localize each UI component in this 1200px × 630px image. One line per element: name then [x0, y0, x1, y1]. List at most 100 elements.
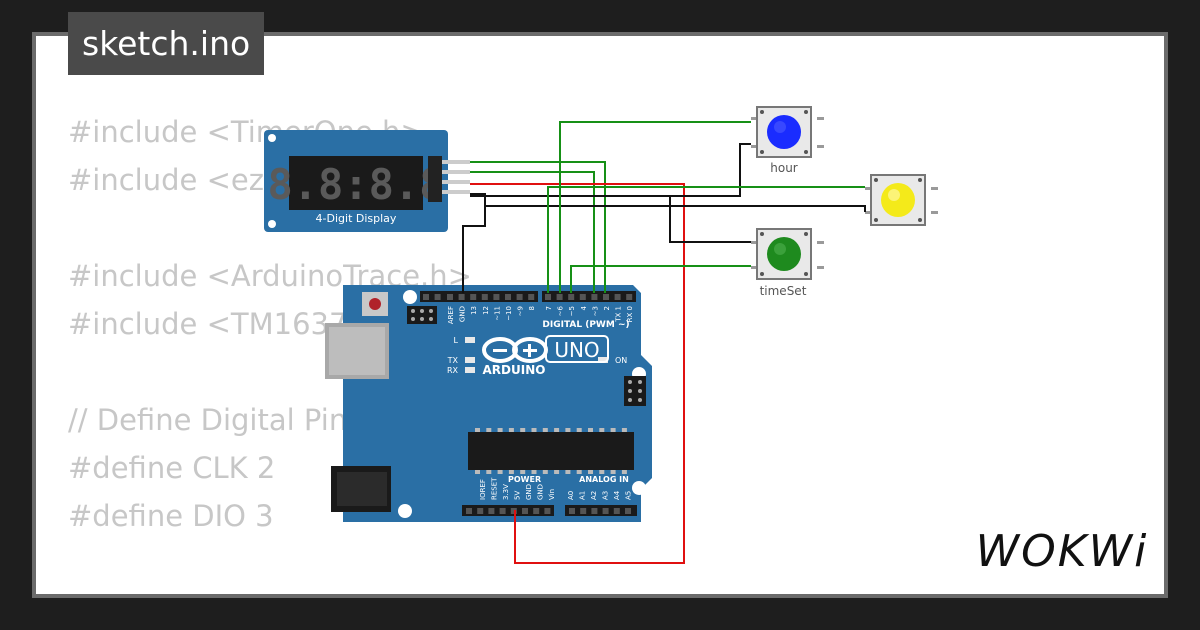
wire-clk [470, 161, 606, 293]
wires [462, 121, 866, 564]
pin-hole[interactable] [477, 508, 484, 514]
status-led [465, 367, 475, 373]
pin-hole[interactable] [522, 508, 528, 514]
code-line: #include <TM1637 [68, 307, 348, 341]
wire-vcc [470, 183, 685, 564]
pin-hole[interactable] [614, 294, 621, 300]
pin-hole[interactable] [510, 508, 517, 514]
top-pin-label: ~3 [591, 306, 599, 316]
pin-hole[interactable] [613, 508, 620, 514]
timeset-button-label: timeSet [760, 284, 807, 298]
pin-hole[interactable] [626, 294, 633, 300]
on-label: ON [615, 356, 627, 365]
pin-hole[interactable] [545, 294, 551, 300]
atmega-chip [468, 432, 634, 470]
hour-button-cap[interactable] [767, 115, 801, 149]
model-name: UNO [554, 338, 599, 362]
top-pin-label: 8 [528, 306, 536, 310]
pin-hole[interactable] [493, 294, 500, 300]
yellow-button-cap[interactable] [881, 183, 915, 217]
status-led [465, 357, 475, 363]
wire-gnd-yellow-b [485, 205, 866, 212]
top-pin-label: GND [459, 306, 467, 322]
bottom-pin-label: RESET [491, 477, 499, 500]
code-background: #include <TimerOne.h>#include <ezB#inclu… [68, 108, 624, 594]
pin-hole[interactable] [568, 294, 575, 300]
pin-hole[interactable] [528, 294, 535, 300]
wire-hour [559, 121, 751, 293]
bottom-pin-label: GND [537, 484, 545, 500]
status-led [465, 337, 475, 343]
pin-hole[interactable] [569, 508, 575, 514]
pin-hole[interactable] [591, 294, 598, 300]
header-bottom-power [462, 505, 554, 516]
bottom-pin-label: A1 [579, 491, 587, 500]
arduino-logo-text: ARDUINO [483, 363, 546, 377]
hour-pushbutton[interactable]: hour [751, 106, 824, 175]
pin-hole[interactable] [447, 294, 453, 300]
pin-hole[interactable] [591, 508, 598, 514]
pin-hole[interactable] [458, 294, 465, 300]
file-tab[interactable]: sketch.ino [68, 12, 265, 75]
top-pin-label: ~11 [493, 306, 501, 321]
pin-hole[interactable] [466, 508, 472, 514]
code-line: #include <ezB [68, 163, 284, 197]
pin-hole[interactable] [603, 294, 609, 300]
wire-yellow [547, 186, 865, 293]
pin-hole[interactable] [481, 294, 488, 300]
bottom-pin-label: Vin [548, 489, 556, 500]
led-label: RX [447, 366, 459, 375]
wire-dio [470, 171, 595, 293]
code-line: #include <ArduinoTrace.h> [68, 259, 472, 293]
pin-hole[interactable] [602, 508, 609, 514]
pin-hole[interactable] [580, 508, 587, 514]
bottom-pin-label: 3.3V [502, 484, 510, 500]
led-label: TX [447, 356, 459, 365]
top-pin-label: AREF [447, 306, 455, 324]
reset-icon [369, 298, 381, 310]
pin-hole[interactable] [423, 294, 429, 300]
display-label: 4-Digit Display [316, 212, 397, 225]
bottom-pin-label: A4 [613, 490, 621, 500]
power-label: POWER [508, 475, 541, 484]
top-pin-label: ~5 [568, 306, 576, 316]
led-label: L [454, 336, 459, 345]
pin-hole[interactable] [544, 508, 551, 514]
bottom-pin-label: A0 [567, 491, 575, 500]
pin-hole[interactable] [505, 294, 511, 300]
display-digits: 8.8:8.8 [267, 160, 444, 209]
header-bottom-analog [565, 505, 637, 516]
pin-hole[interactable] [579, 294, 586, 300]
top-pin-label: TX 1 [615, 306, 623, 323]
top-pin-label: ~9 [517, 306, 525, 316]
bottom-pin-label: A2 [590, 491, 598, 500]
pin-hole[interactable] [470, 294, 477, 300]
wire-gnd [462, 193, 486, 293]
pin-hole[interactable] [533, 508, 540, 514]
wokwi-logo-text: WOKWi [976, 526, 1149, 577]
top-pin-label: RX 0 [626, 306, 634, 322]
wire-gnd-timeset [669, 196, 751, 243]
pin-hole[interactable] [499, 508, 506, 514]
header-top-left [420, 291, 538, 302]
code-line: #define CLK 2 [68, 451, 276, 485]
four-digit-display[interactable]: 8.8:8.8 4-Digit Display [264, 130, 470, 232]
wire-timeset [570, 265, 751, 293]
top-pin-label: 7 [545, 306, 553, 310]
top-pin-label: ~10 [505, 306, 513, 321]
top-pin-label: 4 [580, 305, 588, 310]
pin-hole[interactable] [556, 294, 563, 300]
pin-hole[interactable] [516, 294, 523, 300]
timeset-button-cap[interactable] [767, 237, 801, 271]
yellow-pushbutton[interactable] [865, 174, 938, 226]
top-pin-label: 2 [603, 306, 611, 310]
timeset-pushbutton[interactable]: timeSet [751, 228, 824, 298]
top-pin-label: 12 [482, 306, 490, 315]
pin-hole[interactable] [434, 294, 441, 300]
pin-hole[interactable] [488, 508, 495, 514]
pin-hole[interactable] [625, 508, 631, 514]
bottom-pin-label: 5V [514, 491, 522, 500]
hour-button-label: hour [770, 161, 798, 175]
